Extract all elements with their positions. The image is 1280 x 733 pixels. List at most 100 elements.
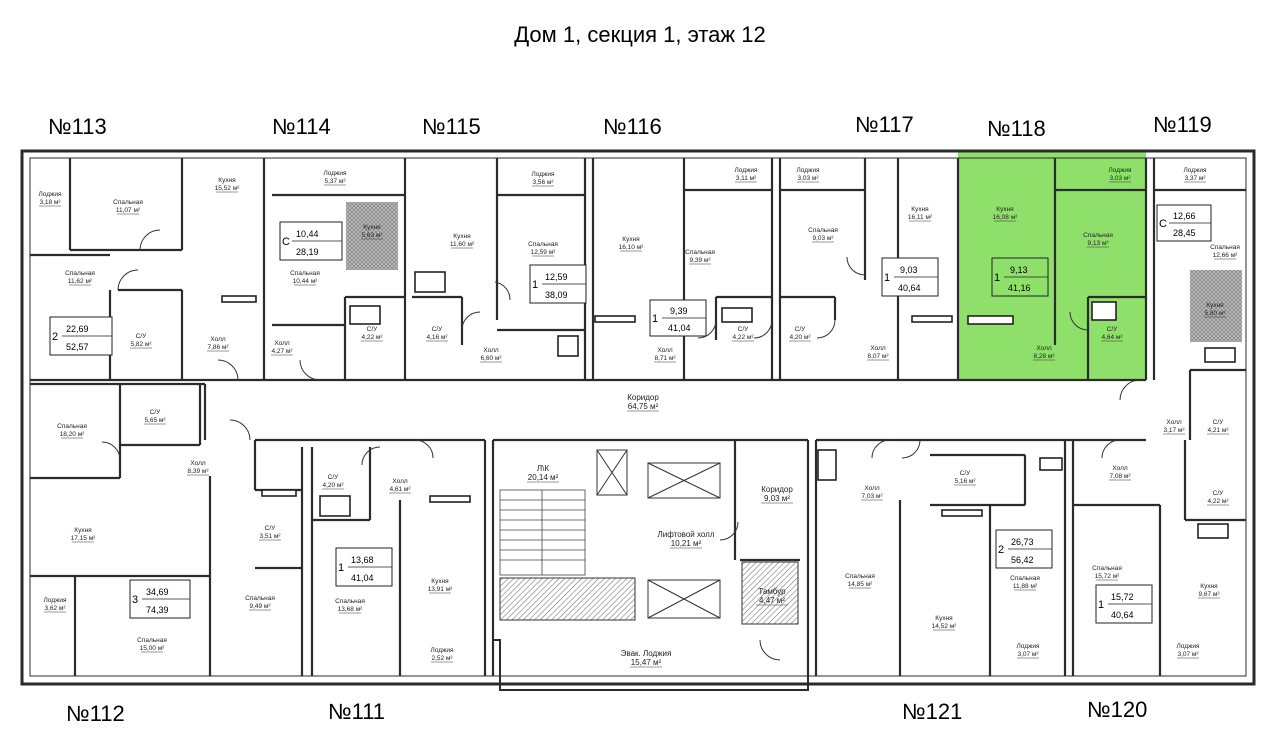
apartment-118-highlight[interactable] (958, 152, 1146, 380)
room-name-label: Спальная (1210, 244, 1240, 251)
box-116-living: 9,39 (670, 306, 688, 316)
summary-box-114: С 10,44 28,19 (279, 221, 343, 261)
interior-walls-top (30, 158, 1246, 440)
room-area-label: 4,64 м² (1101, 334, 1123, 341)
room-name-label: С/У (265, 525, 277, 532)
apartment-number-112: №112 (66, 701, 125, 726)
room-area-label: 3,07 м² (1177, 651, 1199, 658)
room-name-label: Л\К (537, 464, 549, 473)
box-116-total: 41,04 (668, 323, 691, 333)
room-area-label: 4,47 м² (759, 596, 785, 605)
staircase (499, 489, 586, 576)
room-area-label: 9,13 м² (1087, 240, 1109, 247)
box-118-total: 41,16 (1008, 283, 1031, 293)
room-name-label: Кухня (935, 615, 953, 622)
box-121-rooms: 2 (998, 544, 1004, 556)
box-119-rooms: С (1159, 218, 1167, 230)
box-119-living: 12,66 (1173, 211, 1196, 221)
apartment-number-121: №121 (902, 699, 963, 724)
room-area-label: 3,51 м² (259, 533, 281, 540)
room-area-label: 4,21 м² (1207, 427, 1229, 434)
room-area-label: 7,86 м² (207, 344, 229, 351)
apartment-number-119: №119 (1153, 112, 1212, 137)
room-name-label: Кухня (1206, 302, 1224, 309)
room-name-label: С/У (432, 326, 444, 333)
box-121-living: 26,73 (1011, 537, 1034, 547)
apartment-number-118: №118 (987, 116, 1046, 141)
box-113-rooms: 2 (52, 331, 58, 343)
room-area-label: 10,21 м² (671, 539, 702, 548)
radiators (221, 271, 1236, 539)
room-name-label: Спальная (1010, 575, 1040, 582)
summary-box-119: С 12,66 28,45 (1156, 204, 1212, 242)
box-118-rooms: 1 (994, 272, 1000, 284)
room-area-label: 11,88 м² (1013, 583, 1038, 590)
room-area-label: 13,68 м² (338, 606, 364, 613)
tambour-hatch (741, 561, 799, 625)
room-area-label: 9,67 м² (1198, 591, 1220, 598)
room-name-label: Спальная (1092, 565, 1122, 572)
box-111-total: 41,04 (351, 573, 374, 583)
room-area-label: 8,07 м² (867, 353, 889, 360)
room-area-label: 2,52 м² (431, 655, 453, 662)
box-114-rooms: С (282, 236, 290, 248)
room-name-label: С/У (1213, 419, 1225, 426)
apartment-number-120: №120 (1087, 697, 1148, 722)
room-name-label: Холл (657, 347, 673, 354)
room-name-label: С/У (150, 409, 162, 416)
room-area-label: 12,59 м² (531, 249, 557, 256)
room-name-label: Холл (870, 345, 886, 352)
room-area-label: 3,18 м² (39, 199, 61, 206)
room-name-label: Лоджия (1183, 167, 1207, 174)
box-112-rooms: 3 (132, 594, 138, 606)
room-area-label: 12,66 м² (1213, 252, 1239, 259)
room-name-label: Лоджия (531, 171, 555, 178)
stair-landing-hatch (499, 577, 636, 621)
room-name-label: Лоджия (430, 647, 454, 654)
box-115-rooms: 1 (532, 279, 538, 291)
room-name-label: Холл (864, 485, 880, 492)
interior-walls-bottom (30, 384, 1246, 676)
box-120-living: 15,72 (1111, 592, 1134, 602)
room-area-label: 7,08 м² (1109, 473, 1131, 480)
room-name-label: Кухня (74, 527, 92, 534)
room-name-label: Кухня (431, 578, 449, 585)
summary-box-121: 2 26,73 56,42 (995, 529, 1053, 569)
room-area-label: 14,85 м² (848, 581, 874, 588)
room-area-label: 16,11 м² (908, 214, 933, 221)
summary-box-112: 3 34,69 74,39 (129, 579, 191, 619)
room-area-label: 5,80 м² (1204, 310, 1226, 317)
apartment-number-117: №117 (855, 112, 914, 137)
room-area-label: 4,22 м² (1207, 498, 1229, 505)
elevator-shafts (596, 449, 721, 619)
room-name-label: Спальная (245, 595, 275, 602)
room-name-label: Лоджия (1016, 643, 1040, 650)
room-area-label: 17,15 м² (71, 535, 97, 542)
room-name-label: Спальная (845, 573, 875, 580)
box-117-rooms: 1 (884, 272, 890, 284)
summary-box-116: 1 9,39 41,04 (649, 299, 707, 337)
room-area-label: 10,44 м² (293, 278, 319, 285)
room-area-label: 3,03 м² (797, 175, 819, 182)
room-area-label: 8,28 м² (1033, 353, 1055, 360)
box-113-total: 52,57 (66, 342, 89, 352)
summary-box-118: 1 9,13 41,16 (991, 257, 1049, 297)
room-area-label: 9,03 м² (812, 235, 834, 242)
room-area-label: 9,49 м² (249, 603, 271, 610)
room-area-label: 8,39 м² (187, 468, 209, 475)
room-name-label: Спальная (57, 423, 87, 430)
room-area-label: 4,27 м² (271, 348, 293, 355)
ventilation-shaft (346, 202, 398, 270)
outer-wall-inner-line (29, 157, 1247, 677)
room-name-label: Спальная (290, 270, 320, 277)
room-name-label: С/У (367, 326, 379, 333)
room-area-label: 16,10 м² (619, 244, 645, 251)
room-name-label: Лоджия (734, 167, 758, 174)
room-name-label: Спальная (335, 598, 365, 605)
summary-box-115: 1 12,59 38,09 (529, 264, 587, 304)
room-area-label: 14,52 м² (932, 623, 958, 630)
room-area-label: 4,20 м² (789, 334, 811, 341)
room-name-label: Кухня (453, 233, 471, 240)
room-area-label: 5,63 м² (361, 232, 383, 239)
room-area-label: 3,62 м² (44, 605, 66, 612)
